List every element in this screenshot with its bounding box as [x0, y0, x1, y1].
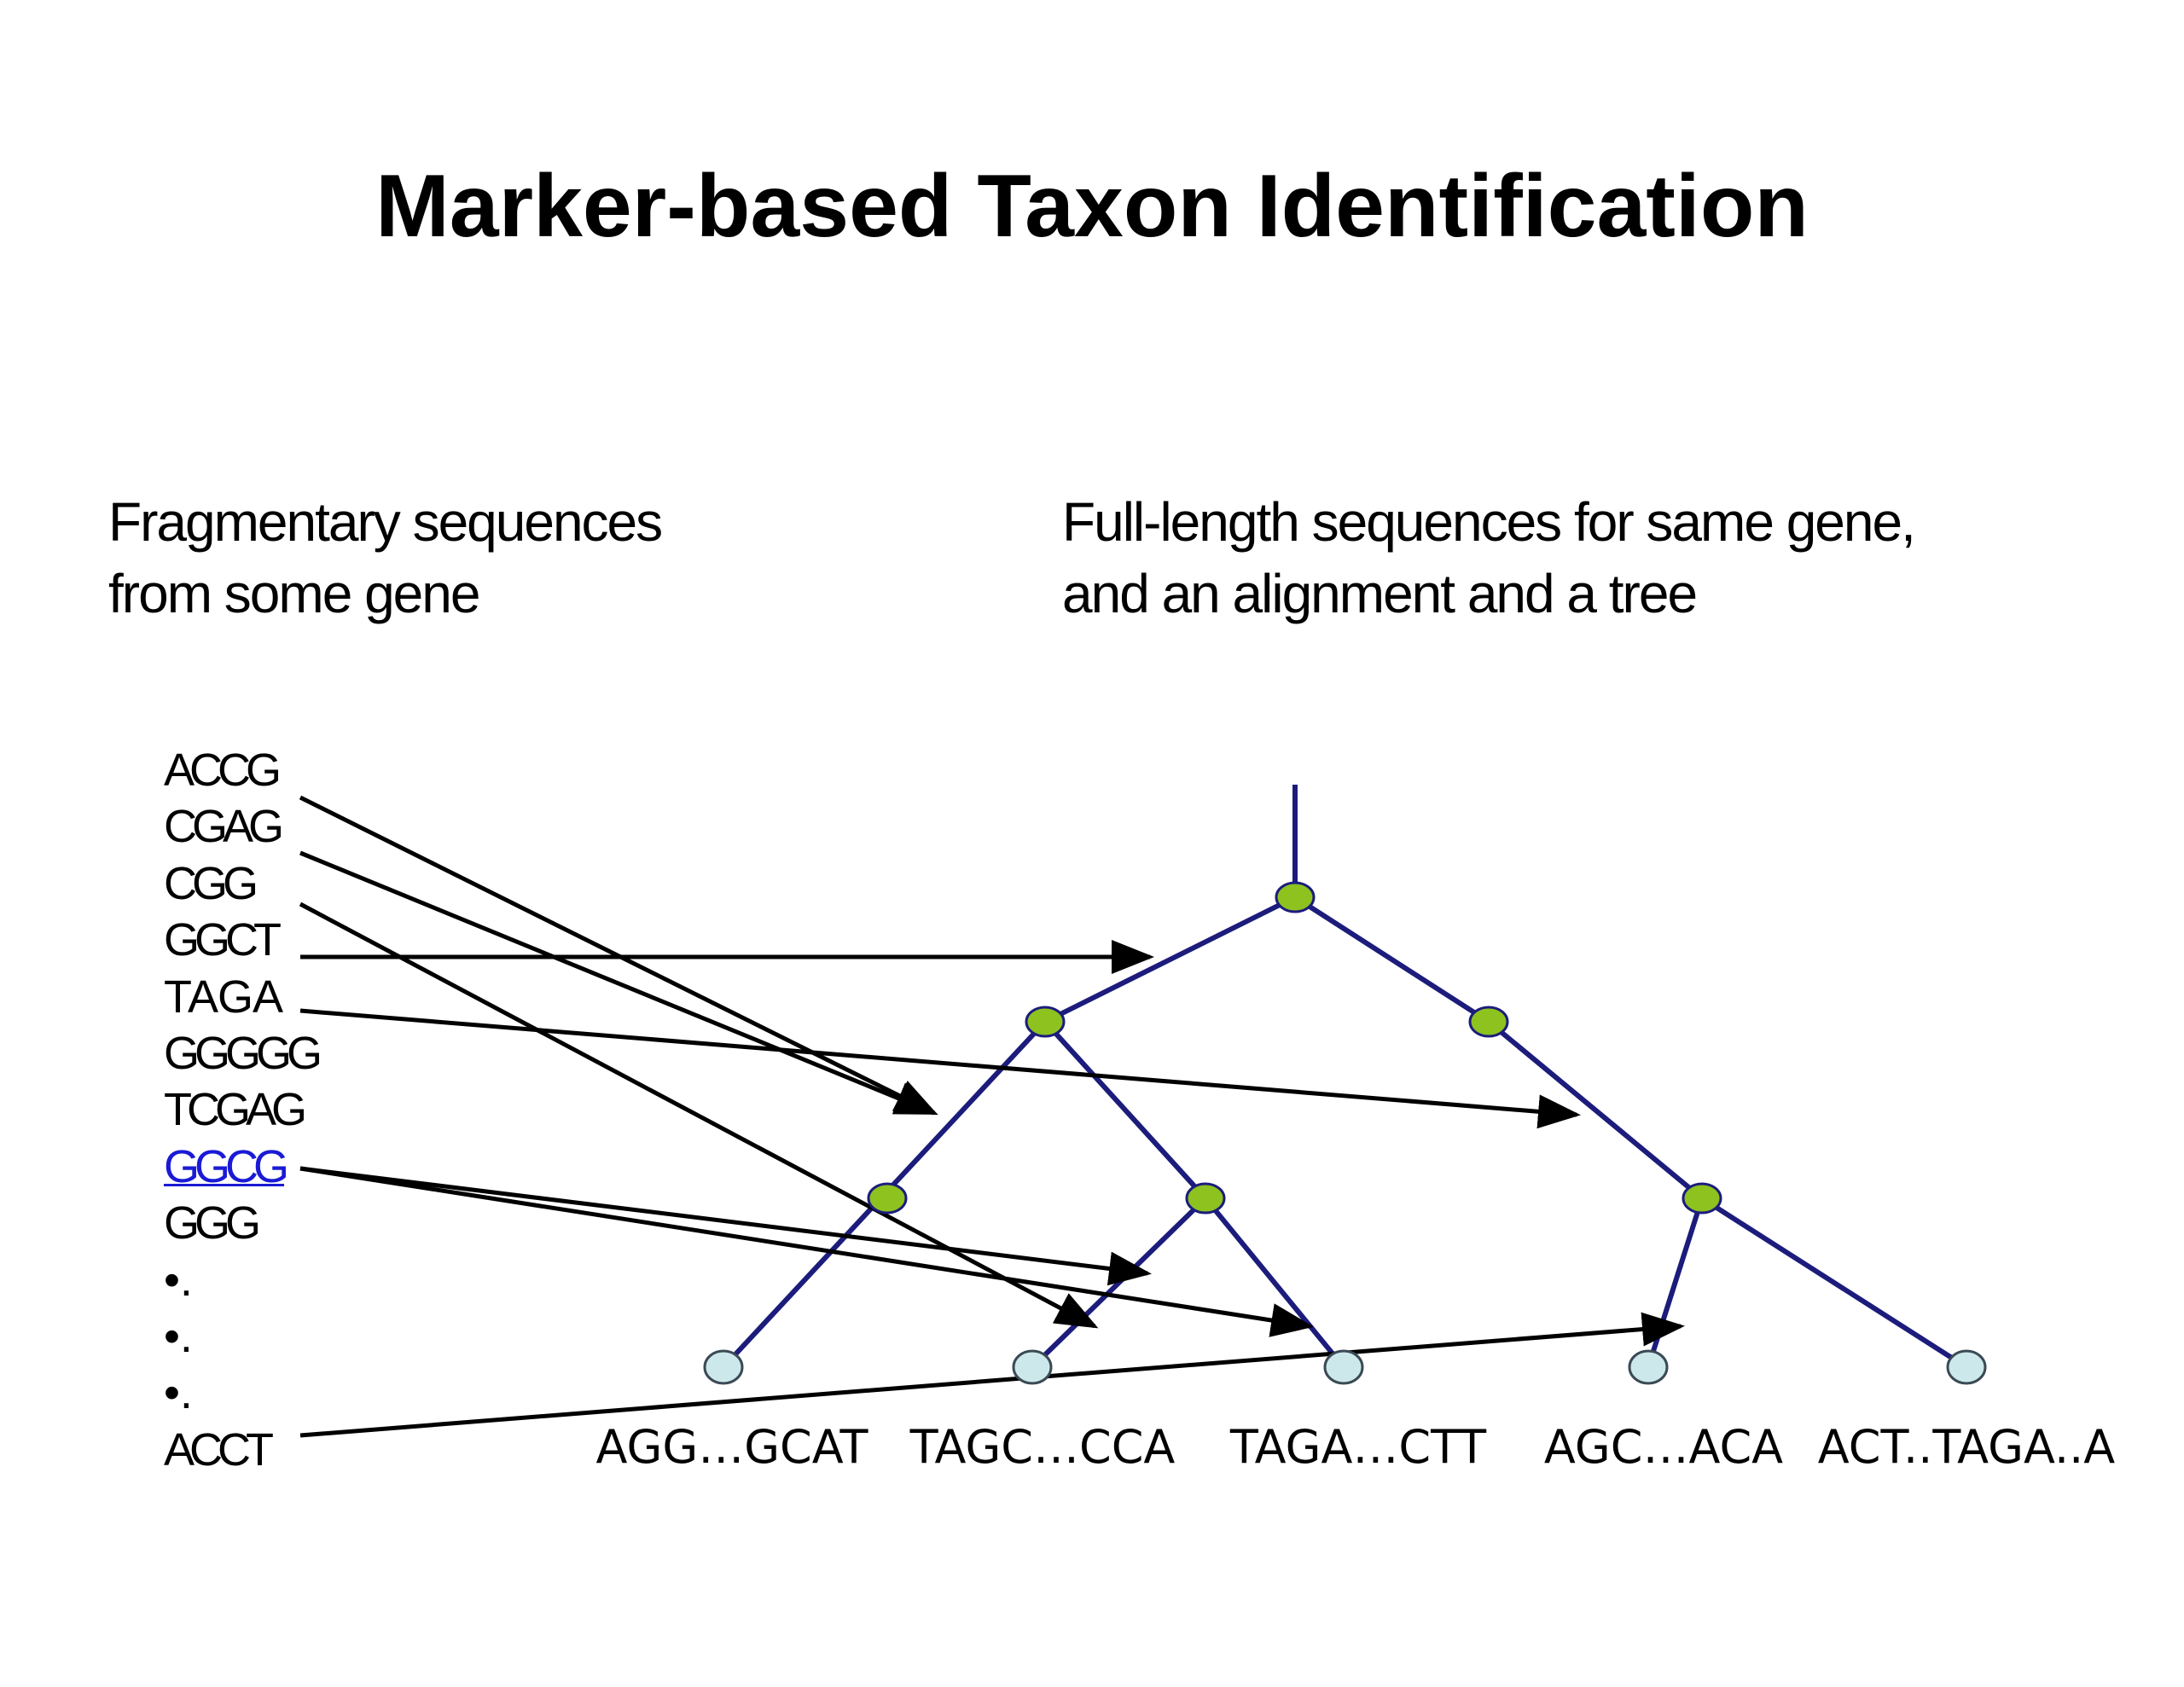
slide-title: Marker-based Taxon Identification [375, 157, 1809, 256]
reference-caption-line-1: Full-length sequences for same gene, [1062, 491, 1916, 553]
branch-d-leaf5 [1700, 1196, 1968, 1370]
fragment-caption-line-1: Fragmentary sequences [108, 491, 663, 553]
internal-node-e [867, 1182, 908, 1215]
ellipsis-dot-3: •. [164, 1367, 193, 1419]
leaf-node-1 [703, 1349, 744, 1385]
fragment-ggct: GGCT [164, 914, 282, 966]
internal-nodes [867, 881, 1722, 1215]
leaf-sequence-5: ACT..TAGA..A [1818, 1420, 2116, 1474]
branch-d-leaf4 [1646, 1197, 1705, 1368]
leaf-sequence-3: TAGA…CTT [1229, 1420, 1487, 1474]
internal-node-b [1468, 1006, 1509, 1038]
leaf-sequence-4: AGC…ACA [1544, 1420, 1783, 1474]
arrow-taga [299, 1008, 1581, 1129]
branch-a-c [1043, 1019, 1208, 1201]
fragment-tcgag: TCGAG [164, 1084, 307, 1136]
fragment-cgg: CGG [164, 857, 258, 909]
leaf-sequence-labels: AGG…GCAT TAGC…CCA TAGA…CTT AGC…ACA ACT..… [596, 1420, 2116, 1474]
arrow-ggcg-1 [299, 1166, 1152, 1286]
ellipsis-dot-2: •. [164, 1310, 193, 1362]
placement-arrows [299, 795, 1685, 1438]
arrow-ggcg-2 [299, 1166, 1314, 1337]
branch-root-right [1293, 895, 1490, 1024]
fragment-taga: TAGA [164, 971, 283, 1023]
fragment-ggcg-link[interactable]: GGCG [164, 1140, 289, 1192]
arrow-cgag [299, 850, 938, 1116]
branch-c-leaf2 [1030, 1196, 1208, 1370]
fragment-accg: ACCG [164, 745, 282, 796]
internal-node-root [1275, 881, 1316, 913]
arrow-acct [299, 1312, 1685, 1438]
fragment-list: ACCG CGAG CGG GGCT TAGA GGGGG TCGAG GGCG… [164, 742, 386, 1478]
ellipsis-dot-1: •. [164, 1254, 193, 1306]
leaf-node-4 [1628, 1349, 1669, 1385]
arrow-cgg [299, 901, 1099, 1329]
reference-caption: Full-length sequences for same gene, and… [1062, 486, 1916, 629]
branch-root-left [1043, 895, 1297, 1024]
fragment-caption-line-2: from some gene [108, 563, 480, 624]
leaf-node-3 [1323, 1349, 1364, 1385]
leaf-node-5 [1946, 1349, 1987, 1385]
fragment-acct: ACCT [164, 1423, 274, 1475]
fragment-ggg: GGG [164, 1197, 261, 1249]
branch-b-d [1487, 1019, 1704, 1201]
leaf-node-2 [1012, 1349, 1053, 1385]
internal-node-d [1682, 1182, 1722, 1215]
fragment-cgag: CGAG [164, 801, 284, 853]
reference-caption-line-2: and an alignment and a tree [1062, 563, 1698, 624]
leaf-sequence-2: TAGC…CCA [909, 1420, 1176, 1474]
branch-c-leaf3 [1203, 1197, 1346, 1369]
leaf-nodes [703, 1349, 1987, 1385]
fragment-caption: Fragmentary sequences from some gene [108, 486, 663, 629]
leaf-sequence-1: AGG…GCAT [596, 1420, 869, 1474]
fragment-ggggg: GGGGG [164, 1027, 322, 1079]
internal-node-c [1185, 1182, 1226, 1215]
tree-branches [721, 785, 1968, 1370]
internal-node-a [1025, 1006, 1066, 1038]
